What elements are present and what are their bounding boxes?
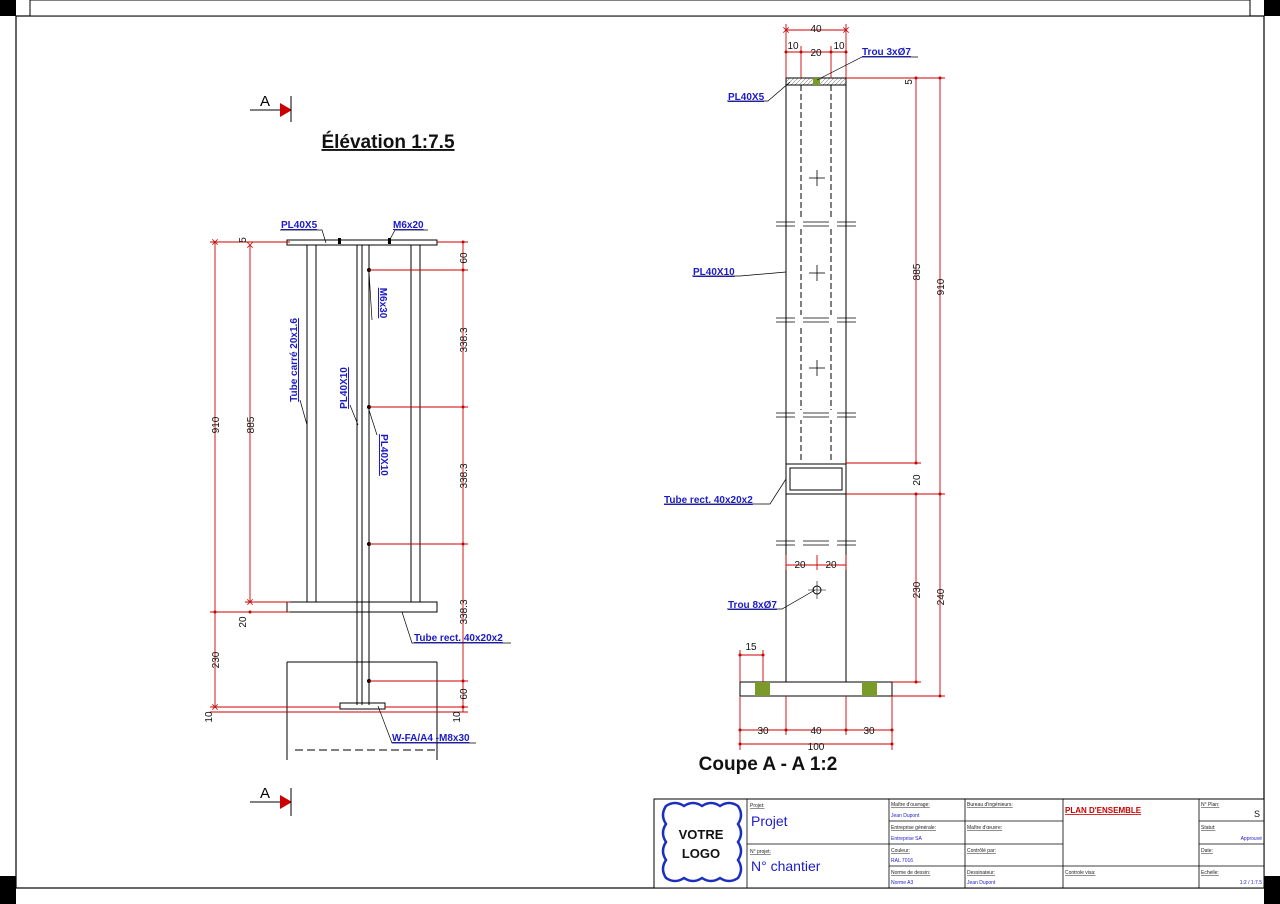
tb-dessinateur-label: Dessinateur: — [967, 870, 995, 876]
tb-chantier-value: N° chantier — [751, 858, 821, 874]
elev-label-pl40x5: PL40X5 — [281, 220, 318, 231]
tb-bureau-label-2: Maître d'œuvre: — [967, 825, 1002, 831]
sec-label-pl40x10: PL40X10 — [693, 267, 735, 278]
section-view: 40 10 20 10 5 885 910 20 230 240 20 20 1… — [664, 24, 947, 775]
section-marker-letter: A — [260, 93, 270, 110]
sec-dim-240: 240 — [936, 588, 947, 605]
tb-controle-visa-label: Controle visa: — [1065, 870, 1096, 876]
sec-dim-885: 885 — [912, 263, 923, 280]
elev-label-pl40x10-a: PL40X10 — [339, 367, 350, 409]
section-marker-letter-bottom: A — [260, 785, 270, 802]
corner-mark-br — [1264, 876, 1280, 904]
sec-dim-30-right: 30 — [863, 726, 875, 737]
tb-statut-value: Approuvé — [1241, 836, 1263, 842]
elev-dim-10-right: 10 — [452, 711, 463, 723]
tb-projet-label: Projet: — [750, 803, 764, 809]
elev-dim-60-top: 60 — [459, 252, 470, 264]
tb-maitre-ouvrage-value: Jean Dupont — [891, 813, 920, 819]
corner-mark-tr — [1264, 0, 1280, 16]
sec-dim-5: 5 — [904, 79, 915, 85]
section-title: Coupe A - A 1:2 — [699, 754, 838, 775]
elev-dim-910: 910 — [211, 416, 222, 433]
tb-echelle-label: Echelle: — [1201, 870, 1219, 876]
sec-dim-20-right: 20 — [825, 560, 837, 571]
tb-plan-no-label: N° Plan: — [1201, 802, 1219, 808]
sec-dim-10-right: 10 — [833, 41, 845, 52]
elev-dim-885: 885 — [246, 416, 257, 433]
elev-dim-10-left: 10 — [204, 711, 215, 723]
tb-dessinateur-value: Jean Dupont — [967, 880, 996, 886]
sec-dim-20-top: 20 — [810, 48, 822, 59]
tb-couleur-label: Couleur: — [891, 848, 910, 854]
sec-label-pl40x5: PL40X5 — [728, 92, 765, 103]
elev-dim-230: 230 — [211, 651, 222, 668]
sec-dim-40: 40 — [810, 726, 822, 737]
elev-dim-20: 20 — [238, 616, 249, 628]
sec-dim-15: 15 — [745, 642, 757, 653]
elev-label-tube-rect: Tube rect. 40x20x2 — [414, 633, 503, 644]
tb-echelle-value: 1:2 / 1:7.5 — [1240, 880, 1262, 886]
elev-dim-338-1: 338.3 — [459, 327, 470, 352]
tb-date-label: Date: — [1201, 848, 1213, 854]
sec-label-trou3: Trou 3xØ7 — [862, 47, 911, 58]
elev-label-pl40x10-b: PL40X10 — [378, 434, 389, 476]
tb-entreprise-value: Entreprise SA — [891, 836, 923, 842]
sec-label-trou8: Trou 8xØ7 — [728, 600, 777, 611]
elev-dim-338-3: 338.3 — [459, 599, 470, 624]
corner-mark-bl — [0, 876, 16, 904]
sec-label-tube-rect: Tube rect. 40x20x2 — [664, 495, 753, 506]
tb-bureau-label: Bureau d'ingénieurs: — [967, 802, 1013, 808]
title-block: VOTRE LOGO Projet: Projet N° projet: N° … — [653, 798, 1265, 889]
tb-norme-label: Norme de dessin: — [891, 870, 930, 876]
logo-line2: LOGO — [682, 846, 720, 861]
sec-dim-910: 910 — [936, 278, 947, 295]
tb-plan-title: PLAN D'ENSEMBLE — [1065, 806, 1142, 815]
elev-dim-5: 5 — [238, 237, 249, 243]
section-marker-bottom: A — [250, 785, 292, 816]
elevation-title: Élévation 1:7.5 — [321, 131, 454, 153]
tb-norme-value: Norme A3 — [891, 880, 913, 886]
sec-dim-100: 100 — [808, 742, 825, 753]
tb-chantier-label: N° projet: — [750, 849, 771, 855]
elev-label-tube-carre: Tube carré 20x1.6 — [289, 318, 300, 402]
sec-dim-10-left: 10 — [787, 41, 799, 52]
tb-projet-value: Projet — [751, 813, 788, 829]
sec-dim-20: 20 — [912, 474, 923, 486]
elev-label-m6x20: M6x20 — [393, 220, 424, 231]
tb-maitre-ouvrage-label: Maître d'ouvrage: — [891, 802, 930, 808]
elev-dim-60-bot: 60 — [459, 688, 470, 700]
elev-label-m6x30: M6x30 — [377, 288, 388, 319]
tb-controle-label: Contrôlé par: — [967, 848, 996, 854]
elev-label-anchor: W-FA/A4 -M8x30 — [392, 733, 470, 744]
sec-dim-30-left: 30 — [757, 726, 769, 737]
corner-mark-tl — [0, 0, 16, 16]
logo: VOTRE LOGO — [661, 801, 743, 883]
tb-couleur-value: RAL 7016 — [891, 858, 913, 864]
section-marker-top: A — [250, 93, 292, 122]
sec-dim-40-top: 40 — [810, 24, 822, 35]
sec-dim-230: 230 — [912, 581, 923, 598]
logo-line1: VOTRE — [679, 827, 724, 842]
sec-dim-20-left: 20 — [794, 560, 806, 571]
tb-entreprise-label: Entreprise générale: — [891, 825, 936, 831]
elev-dim-338-2: 338.3 — [459, 463, 470, 488]
elevation-view: A Élévation 1:7.5 — [204, 93, 511, 816]
tb-statut-label: Statut: — [1201, 825, 1215, 831]
tb-plan-no-value: S — [1254, 809, 1260, 819]
